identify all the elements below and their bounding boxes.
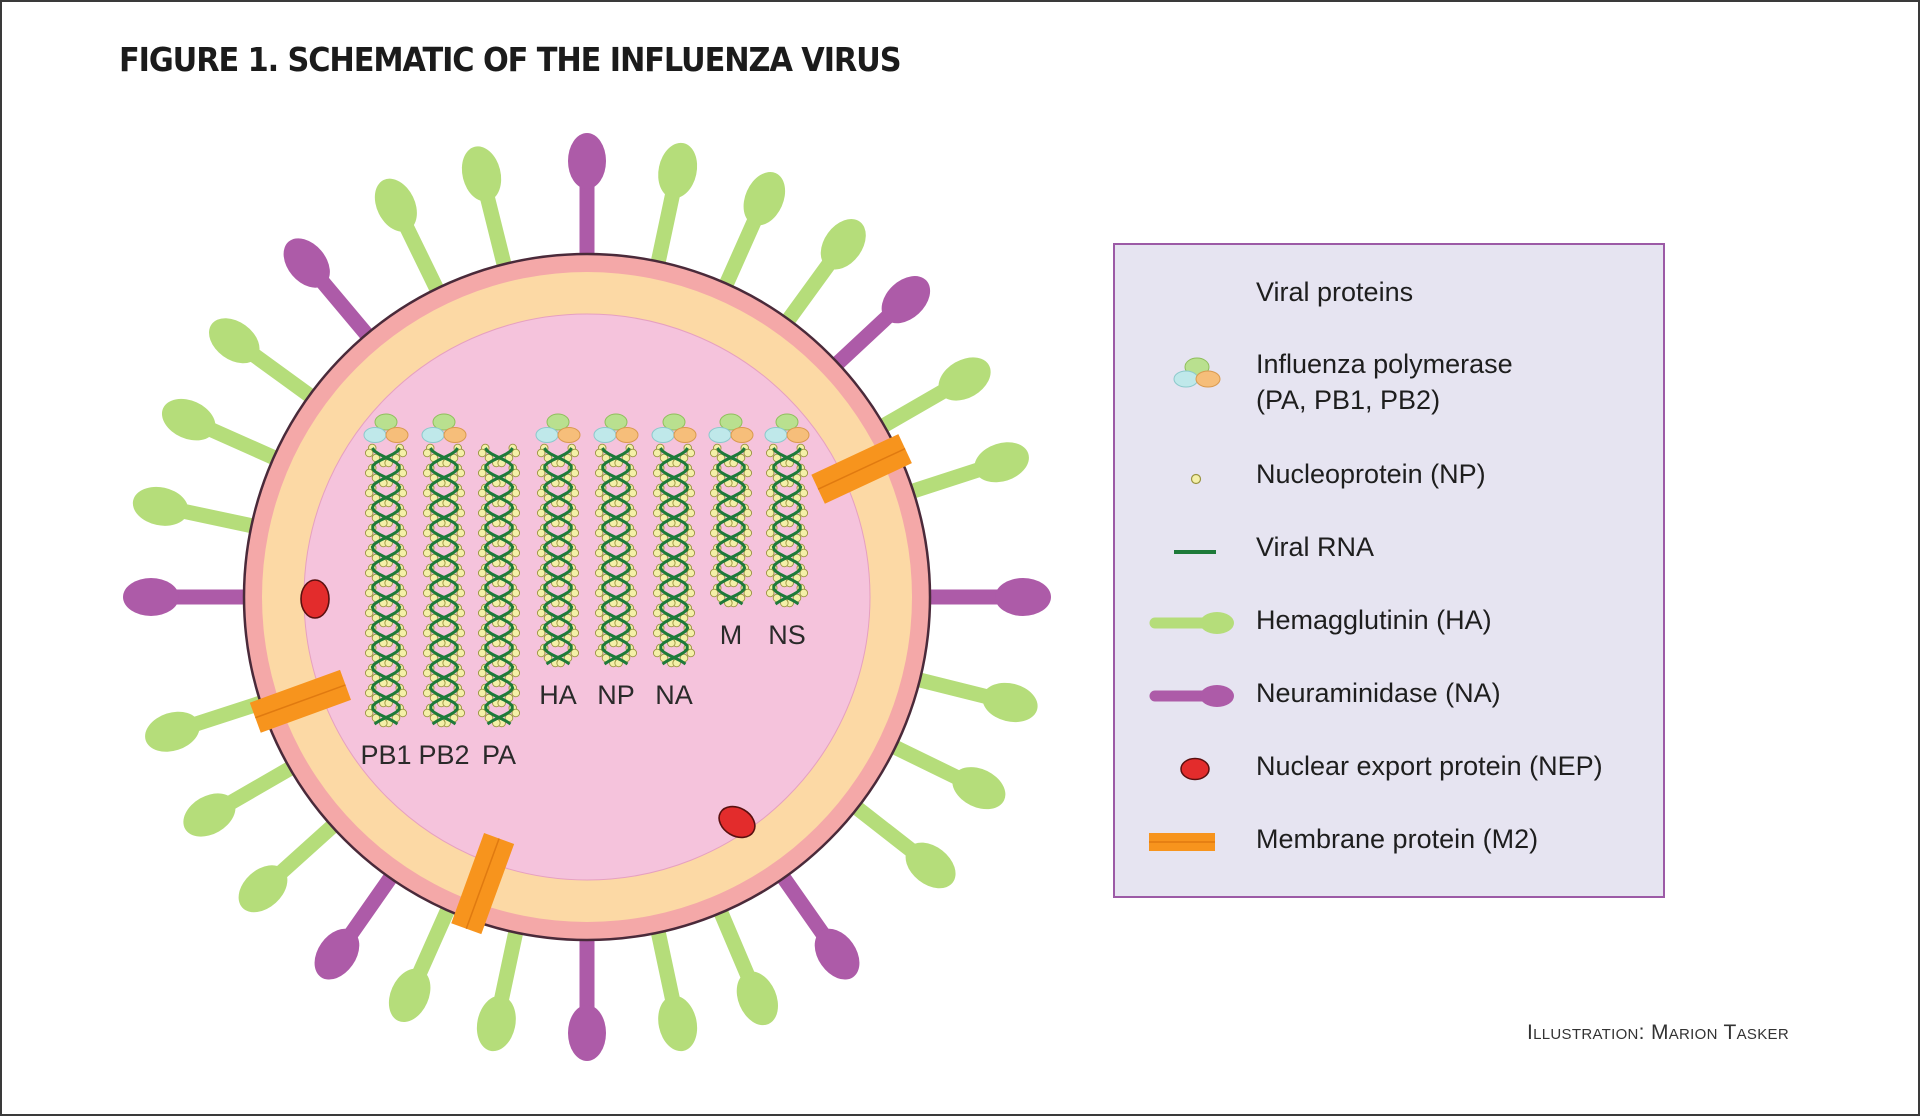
nep-protein (300, 579, 330, 619)
segment-label: NP (597, 680, 635, 710)
legend-label-neuraminidase: Neuraminidase (NA) (1256, 678, 1501, 708)
rnp-segment (363, 413, 409, 728)
figure-title: FIGURE 1. SCHEMATIC OF THE INFLUENZA VIR… (119, 40, 902, 79)
m2-channels (249, 434, 912, 935)
viral-rna-icon (1174, 550, 1216, 554)
legend-box: Viral proteins Influenza polymerase (PA,… (1113, 243, 1665, 898)
rnp-segment (708, 413, 754, 608)
legend-label-nucleoprotein: Nucleoprotein (NP) (1256, 459, 1486, 489)
segment-label: NA (655, 680, 693, 710)
polymerase-complex (535, 413, 581, 443)
polymerase-complex (593, 413, 639, 443)
m2-channel (451, 833, 515, 935)
rnp-segment (593, 413, 639, 668)
illustration-credit: Illustration: Marion Tasker (1527, 1021, 1789, 1044)
m2-channel (249, 669, 351, 733)
rnp-segment (421, 413, 467, 728)
nep-proteins (300, 579, 756, 839)
nucleoprotein-icon (1190, 473, 1202, 485)
rnp-segment (764, 413, 810, 608)
legend-label-nep: Nuclear export protein (NEP) (1256, 751, 1603, 781)
segment-label: HA (539, 680, 577, 710)
m2-channel (811, 434, 912, 504)
polymerase-complex (651, 413, 697, 443)
rnp-segment (535, 413, 581, 668)
m2-icon (1149, 833, 1215, 851)
polymerase-complex (363, 413, 409, 443)
legend-label-polymerase: Influenza polymerase (1256, 349, 1513, 379)
polymerase-icon (1173, 357, 1221, 388)
polymerase-complex (708, 413, 754, 443)
segment-label: M (720, 620, 743, 650)
rnp-segments (363, 413, 810, 728)
rnp-segment (651, 413, 697, 668)
legend-label-polymerase-sub: (PA, PB1, PB2) (1256, 385, 1441, 415)
polymerase-complex (764, 413, 810, 443)
nep-protein (718, 805, 756, 839)
rnp-segment (477, 443, 521, 728)
segment-label: PB1 (360, 740, 411, 770)
segment-label: NS (768, 620, 806, 650)
legend-label-hemagglutinin: Hemagglutinin (HA) (1256, 605, 1492, 635)
hemagglutinin-icon (1149, 612, 1234, 634)
nep-icon (1180, 757, 1210, 781)
segment-label: PA (482, 740, 516, 770)
segment-label: PB2 (418, 740, 469, 770)
polymerase-complex (421, 413, 467, 443)
neuraminidase-icon (1149, 685, 1234, 707)
legend-label-m2: Membrane protein (M2) (1256, 824, 1539, 854)
legend-title: Viral proteins (1256, 277, 1414, 307)
legend-label-viral-rna: Viral RNA (1256, 532, 1375, 562)
